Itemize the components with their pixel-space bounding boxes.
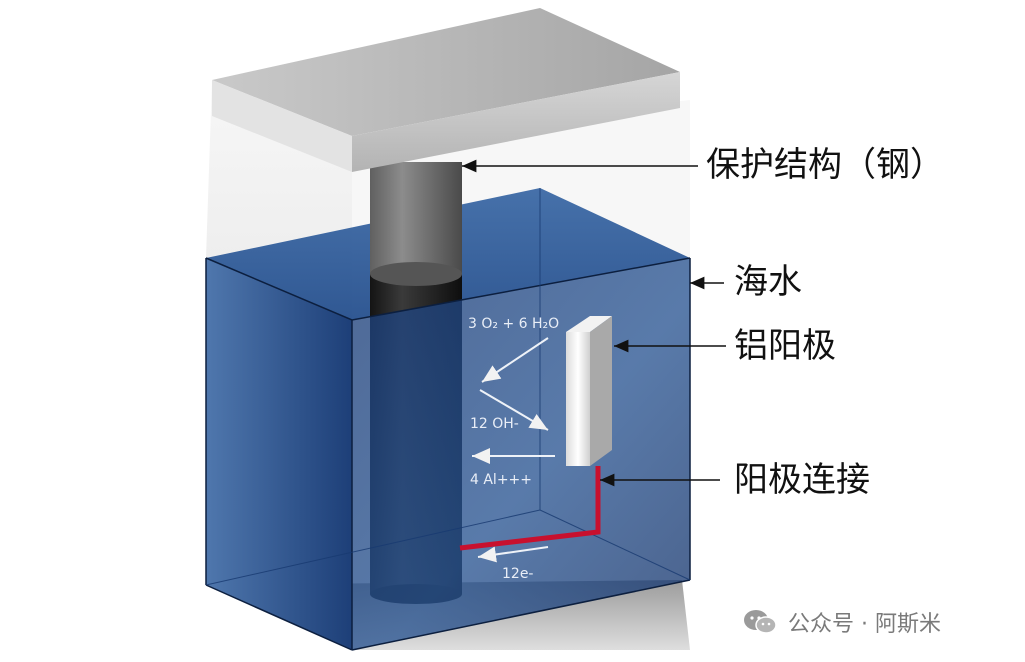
watermark: 公众号 · 阿斯米 (742, 606, 941, 638)
label-aluminum-anode: 铝阳极 (734, 326, 836, 366)
formula-al-ions: 4 Al+++ (470, 472, 532, 488)
wechat-icon (744, 610, 777, 634)
electron-arrow (477, 546, 549, 563)
steel-deck-front (352, 72, 680, 172)
formula-o2-h2o: 3 O₂ + 6 H₂O (468, 316, 559, 332)
label-anode-connection: 阳极连接 (734, 460, 870, 500)
formula-oh: 12 OH- (470, 416, 519, 432)
o2-to-anode-arrow (481, 337, 549, 383)
steel-deck-side (212, 80, 352, 172)
steel-deck-top (212, 8, 680, 136)
steel-pile-upper (370, 162, 462, 274)
label-protective-structure: 保护结构（钢） (706, 145, 944, 185)
label-seawater: 海水 (734, 262, 802, 302)
aluminum-anode (566, 316, 612, 466)
anode-connection-wire (459, 466, 601, 551)
water-side-face (206, 258, 352, 650)
oh-return-arrow (479, 389, 549, 431)
formula-electrons: 12e- (502, 566, 533, 582)
watermark-text: 公众号 · 阿斯米 (788, 612, 941, 637)
